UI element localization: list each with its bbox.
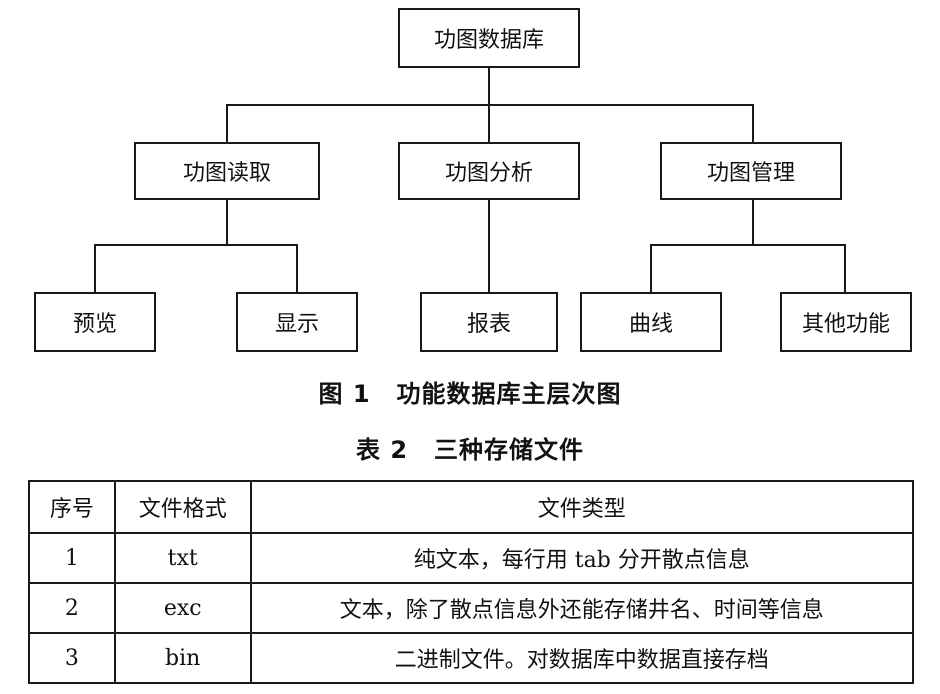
node-level2-manage: 功图管理	[660, 142, 842, 200]
cell-index: 2	[28, 582, 116, 634]
cell-type: 二进制文件。对数据库中数据直接存档	[249, 632, 915, 684]
connector	[650, 244, 652, 294]
cell-format: bin	[113, 632, 252, 684]
table-row: 3 bin 二进制文件。对数据库中数据直接存档	[28, 632, 915, 684]
header-type: 文件类型	[249, 480, 915, 534]
connector	[226, 200, 228, 246]
connector	[488, 68, 490, 106]
connector	[226, 104, 228, 144]
connector	[488, 104, 490, 144]
connector	[844, 244, 846, 294]
cell-index: 3	[28, 632, 116, 684]
cell-index: 1	[28, 532, 116, 584]
figure-title: 功能数据库主层次图	[396, 380, 622, 408]
connector	[752, 104, 754, 144]
connector	[752, 200, 754, 246]
table-row: 2 exc 文本，除了散点信息外还能存储井名、时间等信息	[28, 582, 915, 634]
cell-type: 文本，除了散点信息外还能存储井名、时间等信息	[249, 582, 915, 634]
node-level3-other: 其他功能	[780, 292, 912, 352]
node-level2-read: 功图读取	[134, 142, 320, 200]
file-types-table: 序号 文件格式 文件类型 1 txt 纯文本，每行用 tab 分开散点信息 2 …	[28, 480, 915, 684]
node-level3-preview: 预览	[34, 292, 156, 352]
figure-number: 图 1	[318, 380, 371, 408]
cell-format: txt	[113, 532, 252, 584]
connector	[650, 244, 846, 246]
node-level3-curve: 曲线	[580, 292, 722, 352]
node-root: 功图数据库	[398, 8, 580, 68]
header-format: 文件格式	[113, 480, 252, 534]
node-level2-analysis: 功图分析	[398, 142, 580, 200]
table-title: 三种存储文件	[434, 436, 585, 464]
node-level3-display: 显示	[236, 292, 358, 352]
figure-caption: 图 1 功能数据库主层次图	[0, 374, 940, 409]
connector	[226, 104, 754, 106]
header-index: 序号	[28, 480, 116, 534]
table-row: 1 txt 纯文本，每行用 tab 分开散点信息	[28, 532, 915, 584]
connector	[94, 244, 96, 294]
connector	[488, 200, 490, 294]
cell-type: 纯文本，每行用 tab 分开散点信息	[249, 532, 915, 584]
table-header-row: 序号 文件格式 文件类型	[28, 480, 915, 534]
connector	[94, 244, 298, 246]
connector	[296, 244, 298, 294]
table-number: 表 2	[355, 436, 409, 464]
node-level3-report: 报表	[420, 292, 558, 352]
table-caption: 表 2 三种存储文件	[0, 430, 940, 465]
cell-format: exc	[113, 582, 252, 634]
